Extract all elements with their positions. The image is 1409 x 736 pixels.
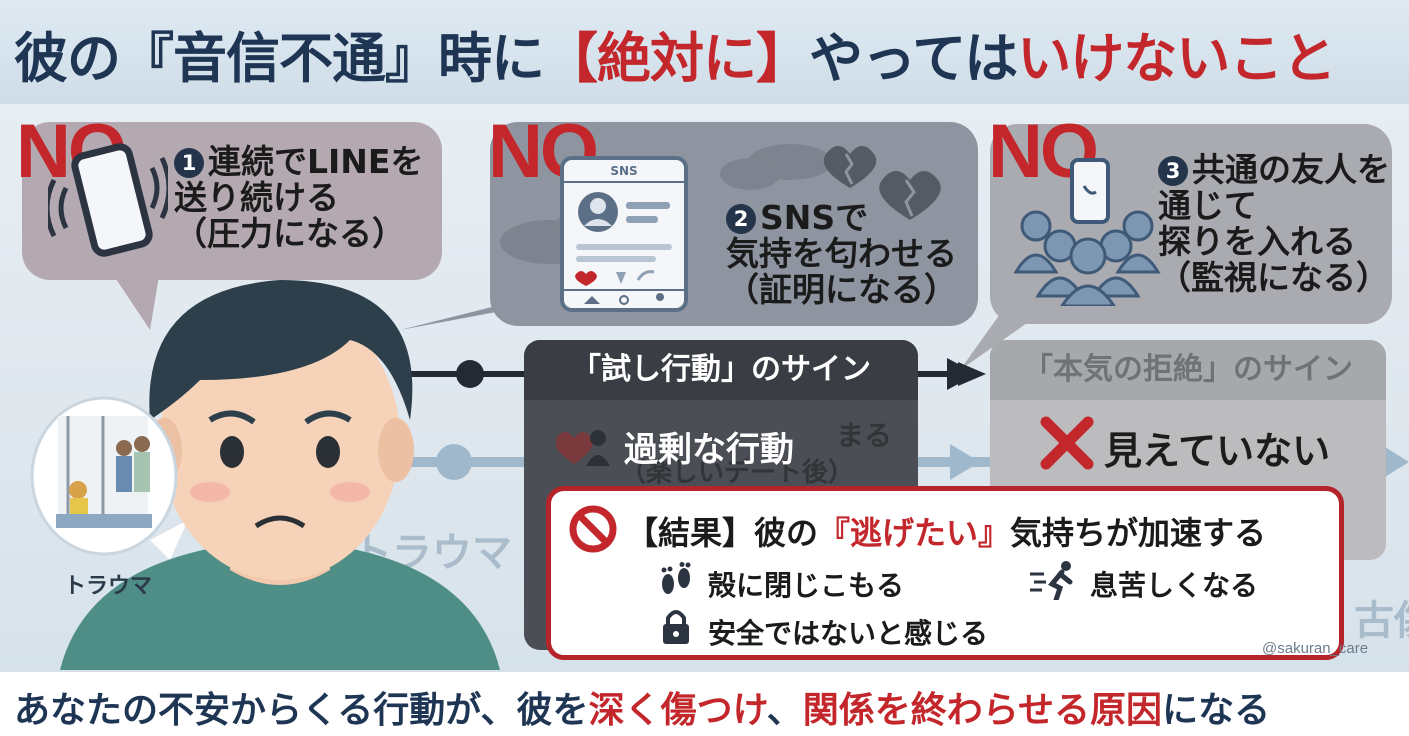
title-part-2: 【絶対に】 xyxy=(544,27,810,90)
old-wound-watermark-text: 古傷 xyxy=(1354,598,1409,644)
title-part-1: 彼の『音信不通』時に xyxy=(14,27,545,90)
worried-man-illustration xyxy=(60,280,500,670)
trauma-label: トラウマ xyxy=(63,574,152,599)
test-behavior-heading: 「試し行動」のサイン xyxy=(524,340,918,400)
bubble1-line-2: 送り続ける xyxy=(174,178,339,217)
page-title: 彼の『音信不通』時に【絶対に】やってはいけないこと xyxy=(14,14,1404,96)
trauma-memory-bubble xyxy=(30,396,178,556)
result-title: 【結果】彼の『逃げたい』気持ちが加速する xyxy=(626,508,1266,554)
sns-card-label: SNS xyxy=(610,164,638,178)
bubble2-line-3: （証明になる） xyxy=(726,270,957,309)
result-title-prefix: 【結果】彼の xyxy=(626,514,819,552)
footprints-icon xyxy=(661,562,691,594)
excessive-action-label: 過剰な行動 xyxy=(624,430,794,470)
result-item-suffocating: 息苦しくなる xyxy=(1090,569,1259,602)
footer-part-1: あなたの不安からくる行動が、彼を xyxy=(14,690,589,731)
footer-part-4: 関係を終わらせる原因 xyxy=(802,690,1163,731)
title-part-3: やっては xyxy=(809,27,1018,90)
prohibited-icon xyxy=(569,505,617,553)
result-title-suffix: 気持ちが加速する xyxy=(1010,514,1267,552)
footer-part-2: 深く傷つけ xyxy=(588,690,767,731)
bubble3-line-3: 探りを入れる xyxy=(1158,222,1356,261)
bubble1-line-3: （圧力になる） xyxy=(174,214,405,253)
result-item-unsafe: 安全ではないと感じる xyxy=(708,617,989,650)
result-item-withdraw: 殻に閉じこもる xyxy=(708,569,905,602)
footer-band xyxy=(0,670,1409,736)
sns-profile-card: SNS xyxy=(560,156,688,312)
result-title-highlight: 『逃げたい』 xyxy=(818,514,1011,552)
bubble1-line-1: 連続でLINEを xyxy=(208,142,424,181)
lock-icon xyxy=(663,610,689,644)
bubble3-line-2: 通じて xyxy=(1158,186,1257,225)
couple-heart-icon xyxy=(556,430,610,466)
header-band xyxy=(0,0,1409,104)
not-visible-label: 見えていない xyxy=(1104,429,1331,473)
footer-part-5: になる xyxy=(1162,690,1271,731)
bubble3-line-1: 共通の友人を xyxy=(1192,150,1390,189)
vibrating-phone-icon xyxy=(48,143,168,257)
title-part-4: いけないこと xyxy=(1017,27,1336,90)
bubble3-line-4: （監視になる） xyxy=(1158,258,1389,297)
number-badge-2: 2 xyxy=(726,204,756,234)
bubble2-line-1: SNSで xyxy=(760,198,869,237)
red-cross-icon xyxy=(1040,416,1094,470)
arrow-to-real-panel xyxy=(918,362,986,386)
running-person-icon xyxy=(1030,561,1073,600)
real-rejection-heading: 「本気の拒絶」のサイン xyxy=(990,340,1386,400)
footer-message: あなたの不安からくる行動が、彼を深く傷つけ、関係を終わらせる原因になる xyxy=(14,681,1270,733)
footer-part-3: 、 xyxy=(766,690,803,731)
faded-behind-text-1: まる xyxy=(836,419,893,452)
profile-avatar-icon xyxy=(564,181,684,305)
bubble2-line-2: 気持を匂わせる xyxy=(726,234,957,273)
faded-behind-text-2: （楽しいデート後） xyxy=(620,458,855,488)
friends-group-icon xyxy=(1014,158,1161,306)
number-badge-3: 3 xyxy=(1158,156,1188,186)
number-badge-1: 1 xyxy=(174,148,204,178)
credit-handle: @sakuran_care xyxy=(1262,640,1369,657)
